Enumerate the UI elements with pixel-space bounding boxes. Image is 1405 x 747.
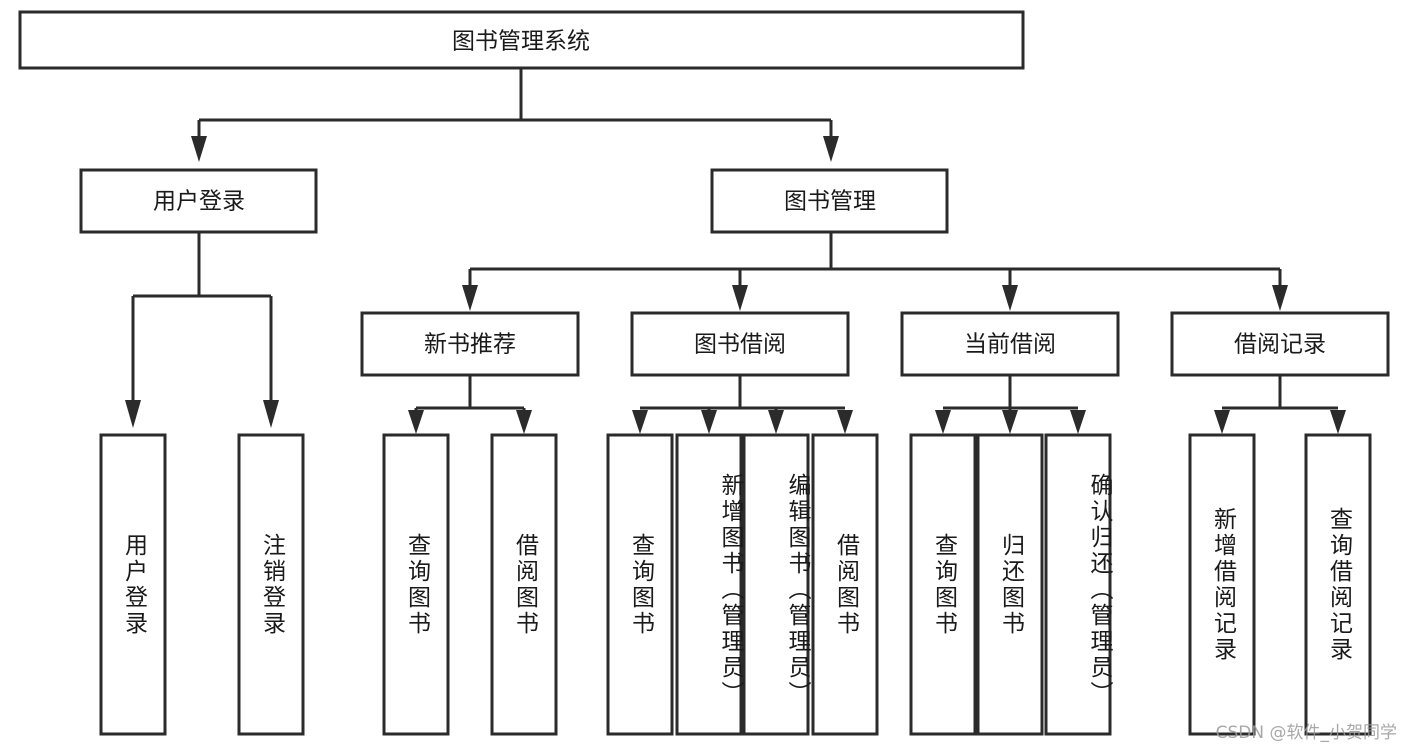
connector-new-book-recommend-to-leaves [408, 375, 532, 434]
node-leaf-return-book-box[interactable] [976, 433, 1044, 736]
node-leaf-query-book-3-box[interactable] [909, 433, 977, 736]
connector-root-to-level2 [191, 68, 839, 162]
arrow-leaf-confirm-return [1070, 410, 1086, 434]
arrow-borrow-record [1272, 285, 1288, 311]
node-leaf-borrow-book-2-box[interactable] [811, 433, 879, 736]
node-root-label: 图书管理系统 [452, 29, 590, 55]
arrow-leaf-query-record [1330, 410, 1346, 434]
node-book-manage-label: 图书管理 [784, 189, 876, 215]
arrow-leaf-query-book-2 [632, 410, 648, 434]
connector-user-login-to-leaves [125, 232, 279, 428]
node-leaf-confirm-return-box[interactable] [1044, 433, 1112, 736]
node-leaf-query-book-1-box[interactable] [382, 433, 450, 736]
node-book-borrow-box[interactable] [630, 311, 850, 377]
node-borrow-record-label: 借阅记录 [1234, 332, 1326, 358]
arrow-leaf-add-record [1214, 410, 1230, 434]
connector-book-borrow-to-leaves [632, 375, 853, 434]
node-book-borrow-label: 图书借阅 [694, 332, 786, 358]
arrow-leaf-user-login [125, 400, 141, 428]
arrow-leaf-borrow-book-1 [516, 410, 532, 434]
arrow-leaf-logout-login [263, 400, 279, 428]
arrow-current-borrow [1002, 285, 1018, 311]
connector-current-borrow-to-leaves [935, 375, 1086, 434]
node-current-borrow-label: 当前借阅 [964, 332, 1056, 358]
connector-borrow-record-to-leaves [1214, 375, 1346, 434]
connector-book-manage-to-level3 [462, 232, 1288, 311]
arrow-leaf-edit-book [768, 410, 784, 434]
node-book-borrow[interactable]: 图书借阅 [630, 311, 850, 377]
node-book-manage-box[interactable] [710, 168, 949, 234]
node-borrow-record[interactable]: 借阅记录 [1170, 311, 1390, 377]
leaf-boxes [99, 433, 1372, 736]
node-leaf-logout-login-box[interactable] [237, 433, 305, 736]
node-leaf-add-book-box[interactable] [675, 433, 743, 736]
node-book-manage[interactable]: 图书管理 [710, 168, 949, 234]
arrow-book-borrow [732, 285, 748, 311]
arrow-leaf-query-book-3 [935, 410, 951, 434]
node-user-login-label: 用户登录 [153, 189, 245, 215]
node-new-book-recommend[interactable]: 新书推荐 [360, 311, 580, 377]
node-borrow-record-box[interactable] [1170, 311, 1390, 377]
node-user-login[interactable]: 用户登录 [79, 168, 318, 234]
node-leaf-add-record-box[interactable] [1188, 433, 1256, 736]
node-leaf-query-book-2-box[interactable] [606, 433, 674, 736]
arrow-new-book-recommend [462, 285, 478, 311]
node-current-borrow-box[interactable] [900, 311, 1120, 377]
node-leaf-edit-book-box[interactable] [742, 433, 810, 736]
node-new-book-recommend-label: 新书推荐 [424, 332, 516, 358]
arrow-leaf-borrow-book-2 [837, 410, 853, 434]
arrow-book-manage [823, 136, 839, 162]
node-user-login-box[interactable] [79, 168, 318, 234]
arrow-leaf-return-book [1002, 410, 1018, 434]
node-new-book-recommend-box[interactable] [360, 311, 580, 377]
arrow-leaf-query-book-1 [408, 410, 424, 434]
node-root-box[interactable] [18, 10, 1025, 70]
arrow-leaf-add-book [701, 410, 717, 434]
watermark-text: CSDN @软件_小贺同学 [1215, 723, 1397, 743]
node-current-borrow[interactable]: 当前借阅 [900, 311, 1120, 377]
node-leaf-borrow-book-1-box[interactable] [490, 433, 558, 736]
arrow-user-login [191, 136, 207, 162]
node-root[interactable]: 图书管理系统 [18, 10, 1025, 70]
node-leaf-user-login-box[interactable] [99, 433, 167, 736]
node-leaf-query-record-box[interactable] [1304, 433, 1372, 736]
